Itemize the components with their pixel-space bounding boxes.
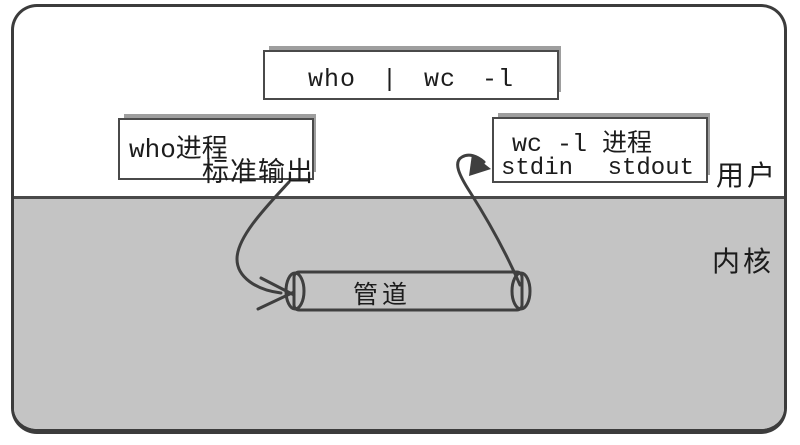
kernel-region-label: 内核 [712,247,775,278]
stdout-to-pipe-arrow [235,180,291,295]
wc-process-title: wc -l 进程 [512,130,653,159]
command-text: who | wc -l [307,65,515,94]
stdout-label: stdout [607,155,694,182]
kernel-region [14,196,784,429]
wc-io-row: stdin stdout [501,155,694,182]
user-region-label: 用户 [716,161,779,192]
pipe-to-stdin-arrowhead [469,154,491,176]
wc-process-box: wc -l 进程 stdin stdout [492,117,708,183]
pipe-right-opening [510,271,532,311]
pipe-label: 管道 [352,282,411,309]
who-process-box: who进程 [118,118,314,180]
stdout-to-pipe-arrowhead [256,276,296,311]
standard-output-label: 标准输出 [202,157,314,187]
who-process-title: who进程 [129,135,228,165]
pipe-to-stdin-arrow [456,153,522,287]
stdin-label: stdin [501,155,574,182]
command-box: who | wc -l [263,50,559,100]
